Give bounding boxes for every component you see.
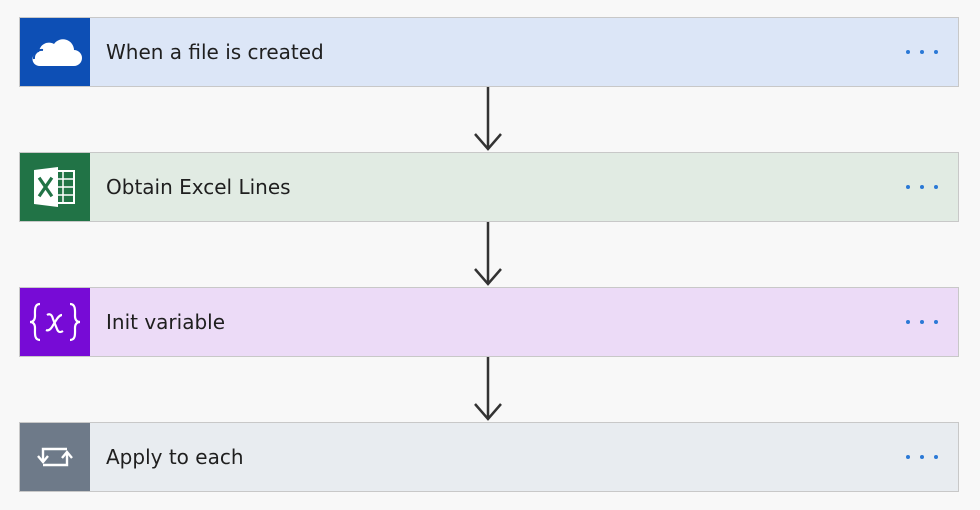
loop-icon <box>20 423 90 491</box>
variable-icon <box>20 288 90 356</box>
step-when-a-file-is-created[interactable]: When a file is created <box>19 17 959 87</box>
ellipsis-icon <box>906 50 938 54</box>
step-obtain-excel-lines[interactable]: Obtain Excel Lines <box>19 152 959 222</box>
ellipsis-icon <box>906 320 938 324</box>
step-title: Init variable <box>106 310 226 334</box>
arrow-down-icon <box>474 87 502 151</box>
excel-icon <box>20 153 90 221</box>
more-options-button[interactable] <box>900 172 944 202</box>
more-options-button[interactable] <box>900 442 944 472</box>
step-title: When a file is created <box>106 40 324 64</box>
arrow-down-icon <box>474 222 502 286</box>
step-apply-to-each[interactable]: Apply to each <box>19 422 959 492</box>
onedrive-cloud-icon <box>20 18 90 86</box>
step-init-variable[interactable]: Init variable <box>19 287 959 357</box>
more-options-button[interactable] <box>900 37 944 67</box>
arrow-down-icon <box>474 357 502 421</box>
step-title: Apply to each <box>106 445 244 469</box>
more-options-button[interactable] <box>900 307 944 337</box>
ellipsis-icon <box>906 455 938 459</box>
ellipsis-icon <box>906 185 938 189</box>
step-title: Obtain Excel Lines <box>106 175 291 199</box>
